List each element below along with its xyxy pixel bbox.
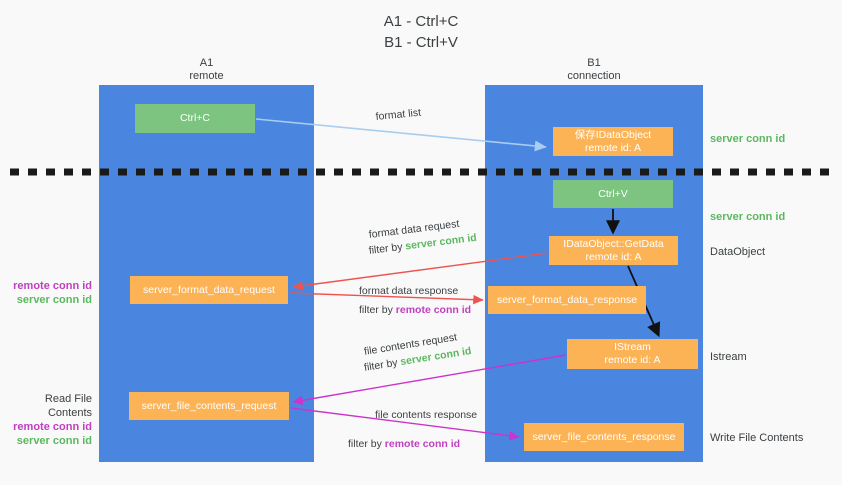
edge-label-format-data-request: format data request filter by server con…	[368, 218, 477, 259]
node-save-idataobject-line2: remote id: A	[584, 141, 641, 154]
node-getdata-text: IDataObject::GetData remote id: A	[563, 238, 663, 264]
node-server-file-contents-request[interactable]: server_file_contents_request	[129, 392, 289, 420]
column-b1-name: B1	[587, 57, 601, 69]
node-save-idataobject-line1: 保存IDataObject	[574, 128, 652, 141]
node-getdata-line2: remote id: A	[585, 250, 642, 263]
right-note-istream: Istream	[710, 351, 747, 363]
node-ctrl-c-label: Ctrl+C	[179, 112, 211, 124]
diagram-title: A1 - Ctrl+C B1 - Ctrl+V	[0, 11, 842, 53]
phase-divider	[10, 168, 832, 176]
node-save-idataobject[interactable]: 保存IDataObject remote id: A	[553, 127, 673, 156]
left-note-group-1: remote conn id server conn id	[0, 279, 92, 307]
column-a1-name: A1	[199, 57, 214, 69]
title-line-1: A1 - Ctrl+C	[383, 13, 459, 30]
node-server-file-contents-request-label: server_file_contents_request	[141, 399, 277, 412]
edge-label-file-contents-response-line1: file contents response	[375, 409, 478, 421]
node-getdata-line1: IDataObject::GetData	[563, 237, 664, 250]
edge-label-format-list: format list	[375, 107, 421, 125]
node-ctrl-c[interactable]: Ctrl+C	[135, 104, 255, 133]
edge-label-file-contents-response: file contents response filter by remote …	[348, 408, 478, 452]
filter-key-remote-conn-id: remote conn id	[395, 304, 472, 316]
left-note-group-2: Read File Contents remote conn id server…	[0, 392, 92, 448]
edge-label-file-contents-request: file contents request filter by server c…	[363, 331, 472, 376]
edge-label-format-data-response-line1: format data response	[359, 285, 459, 297]
filter-prefix: filter by	[368, 240, 407, 257]
left-note-server-conn-id: server conn id	[16, 435, 92, 447]
node-server-format-data-response-label: server_format_data_response	[496, 293, 638, 306]
right-note-server-conn-id-2: server conn id	[710, 211, 786, 223]
node-server-format-data-request[interactable]: server_format_data_request	[130, 276, 288, 304]
right-note-dataobject: DataObject	[710, 246, 766, 258]
node-save-idataobject-text: 保存IDataObject remote id: A	[575, 129, 651, 155]
column-a1-sub: remote	[189, 70, 224, 82]
column-b1-sub: connection	[567, 70, 621, 82]
edge-label-format-data-response: format data response filter by remote co…	[359, 284, 471, 318]
column-header-b1: B1 connection	[485, 57, 703, 83]
node-idataobject-getdata[interactable]: IDataObject::GetData remote id: A	[549, 236, 678, 265]
node-istream[interactable]: IStream remote id: A	[567, 339, 698, 369]
left-note-server-conn-id: server conn id	[16, 294, 92, 306]
node-istream-line2: remote id: A	[604, 354, 661, 366]
filter-prefix: filter by	[348, 438, 385, 450]
edge-label-format-data-response-line2: filter by remote conn id	[359, 303, 471, 318]
node-ctrl-v-label: Ctrl+V	[598, 187, 628, 200]
node-server-file-contents-response[interactable]: server_file_contents_response	[524, 423, 684, 451]
node-istream-text: IStream remote id: A	[604, 341, 660, 367]
title-line-2: B1 - Ctrl+V	[384, 34, 458, 51]
filter-prefix: filter by	[359, 304, 396, 316]
edge-label-file-contents-response-line2: filter by remote conn id	[348, 437, 477, 452]
edge-label-format-list-text: format list	[375, 106, 422, 123]
node-server-format-data-request-label: server_format_data_request	[143, 283, 275, 296]
right-note-server-conn-id-1: server conn id	[710, 133, 786, 145]
node-server-format-data-response[interactable]: server_format_data_response	[488, 286, 646, 314]
right-note-write-file-contents: Write File Contents	[710, 432, 804, 444]
left-note-remote-conn-id: remote conn id	[13, 280, 92, 292]
filter-key-remote-conn-id: remote conn id	[384, 438, 461, 450]
left-note-remote-conn-id: remote conn id	[13, 421, 92, 433]
node-server-file-contents-response-label: server_file_contents_response	[532, 430, 676, 443]
left-note-read-file-contents: Read File Contents	[44, 393, 92, 419]
column-header-a1: A1 remote	[99, 57, 314, 83]
node-ctrl-v[interactable]: Ctrl+V	[553, 180, 673, 208]
node-istream-line1: IStream	[614, 341, 651, 353]
